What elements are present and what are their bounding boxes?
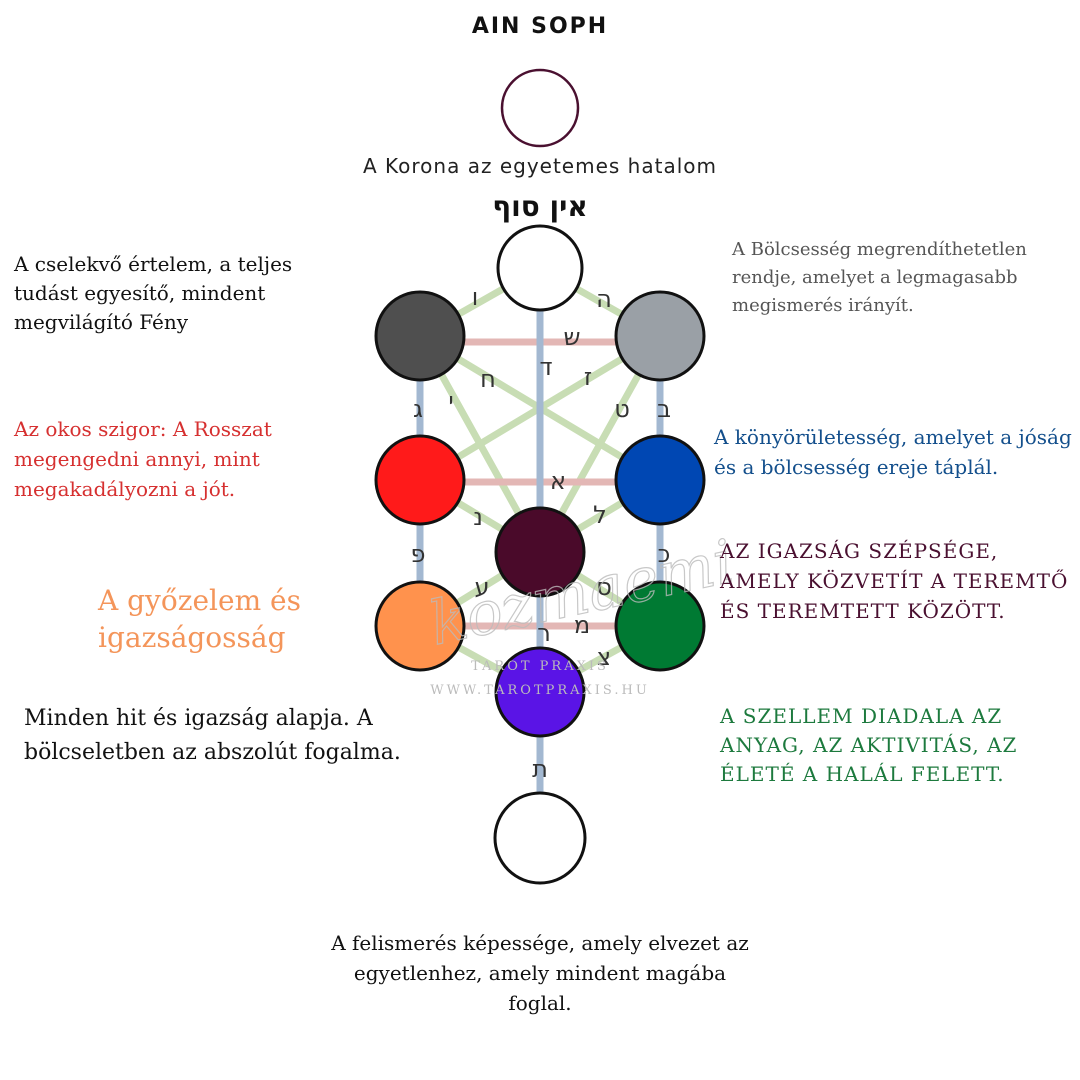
path-letter: צ bbox=[597, 643, 611, 671]
path-letter: פ bbox=[411, 540, 426, 568]
path-letter: ט bbox=[614, 395, 630, 423]
sphere-1-kether bbox=[496, 224, 584, 312]
description-binah: A Bölcsesség megrendíthetetlen rendje, a… bbox=[732, 239, 1027, 316]
description-tiphareth: AZ IGAZSÁG SZÉPSÉGE, AMELY KÖZVETÍT A TE… bbox=[720, 539, 1069, 623]
path-letter: ב bbox=[657, 395, 671, 423]
page-title: AIN SOPH bbox=[471, 14, 609, 39]
path-letter: ת bbox=[532, 755, 548, 783]
path-letter: א bbox=[550, 467, 566, 495]
path-letter: ו bbox=[472, 283, 479, 311]
watermark-line2: WWW.TAROTPRAXIS.HU bbox=[430, 683, 650, 698]
sphere-ain-soph bbox=[500, 68, 580, 148]
path-letter: ר bbox=[537, 619, 551, 647]
description-geburah: Az okos szigor: A Rosszat megengedni ann… bbox=[14, 417, 272, 501]
path-letter: ש bbox=[563, 323, 580, 351]
spheres bbox=[374, 68, 706, 885]
sphere-10-malkuth bbox=[493, 791, 587, 885]
sphere-5-chesed bbox=[614, 434, 706, 526]
sphere-8-netzach bbox=[614, 580, 706, 672]
path-letter: כ bbox=[658, 540, 671, 568]
path-letter: מ bbox=[574, 611, 590, 639]
description-hod: A győzelem és igazságosság bbox=[98, 584, 301, 654]
sphere-3-binah bbox=[614, 290, 706, 382]
sphere-2-chokmah bbox=[374, 290, 466, 382]
description-chokmah: A cselekvő értelem, a teljes tudást egye… bbox=[14, 252, 293, 334]
crown-caption: A Korona az egyetemes hatalom bbox=[363, 154, 717, 178]
path-letter: ד bbox=[539, 353, 552, 381]
description-malkuth: A felismerés képessége, amely elvezet az… bbox=[331, 931, 749, 1015]
path-letter: י bbox=[448, 387, 453, 415]
description-yesod: Minden hit és igazság alapja. A bölcsele… bbox=[24, 706, 401, 765]
path-letter: נ bbox=[473, 503, 483, 531]
description-chesed: A könyörületesség, amelyet a jóság és a … bbox=[714, 425, 1072, 479]
path-letter: ע bbox=[474, 573, 489, 601]
path-letter: ח bbox=[480, 365, 496, 393]
sphere-4-geburah bbox=[374, 434, 466, 526]
path-letter: ג bbox=[413, 395, 423, 423]
path-letter: ה bbox=[596, 285, 612, 313]
watermark-line1: TAROT PRAXIS bbox=[471, 659, 609, 674]
path-letter: ל bbox=[593, 501, 607, 529]
sphere-9-yesod bbox=[494, 646, 586, 738]
description-netzach: A SZELLEM DIADALA AZ ANYAG, AZ AKTIVITÁS… bbox=[720, 704, 1018, 786]
path-letter: ס bbox=[596, 573, 612, 601]
path-letter: ז bbox=[584, 363, 592, 391]
hebrew-ain-soph: אין סוף bbox=[492, 190, 588, 223]
path-letters: ו ה ש ד ח ז י ג ב ט א ל נ כ פ ע ס מ ר צ … bbox=[411, 283, 671, 783]
sphere-6-tiphareth bbox=[494, 506, 586, 598]
sphere-7-hod bbox=[374, 580, 466, 672]
